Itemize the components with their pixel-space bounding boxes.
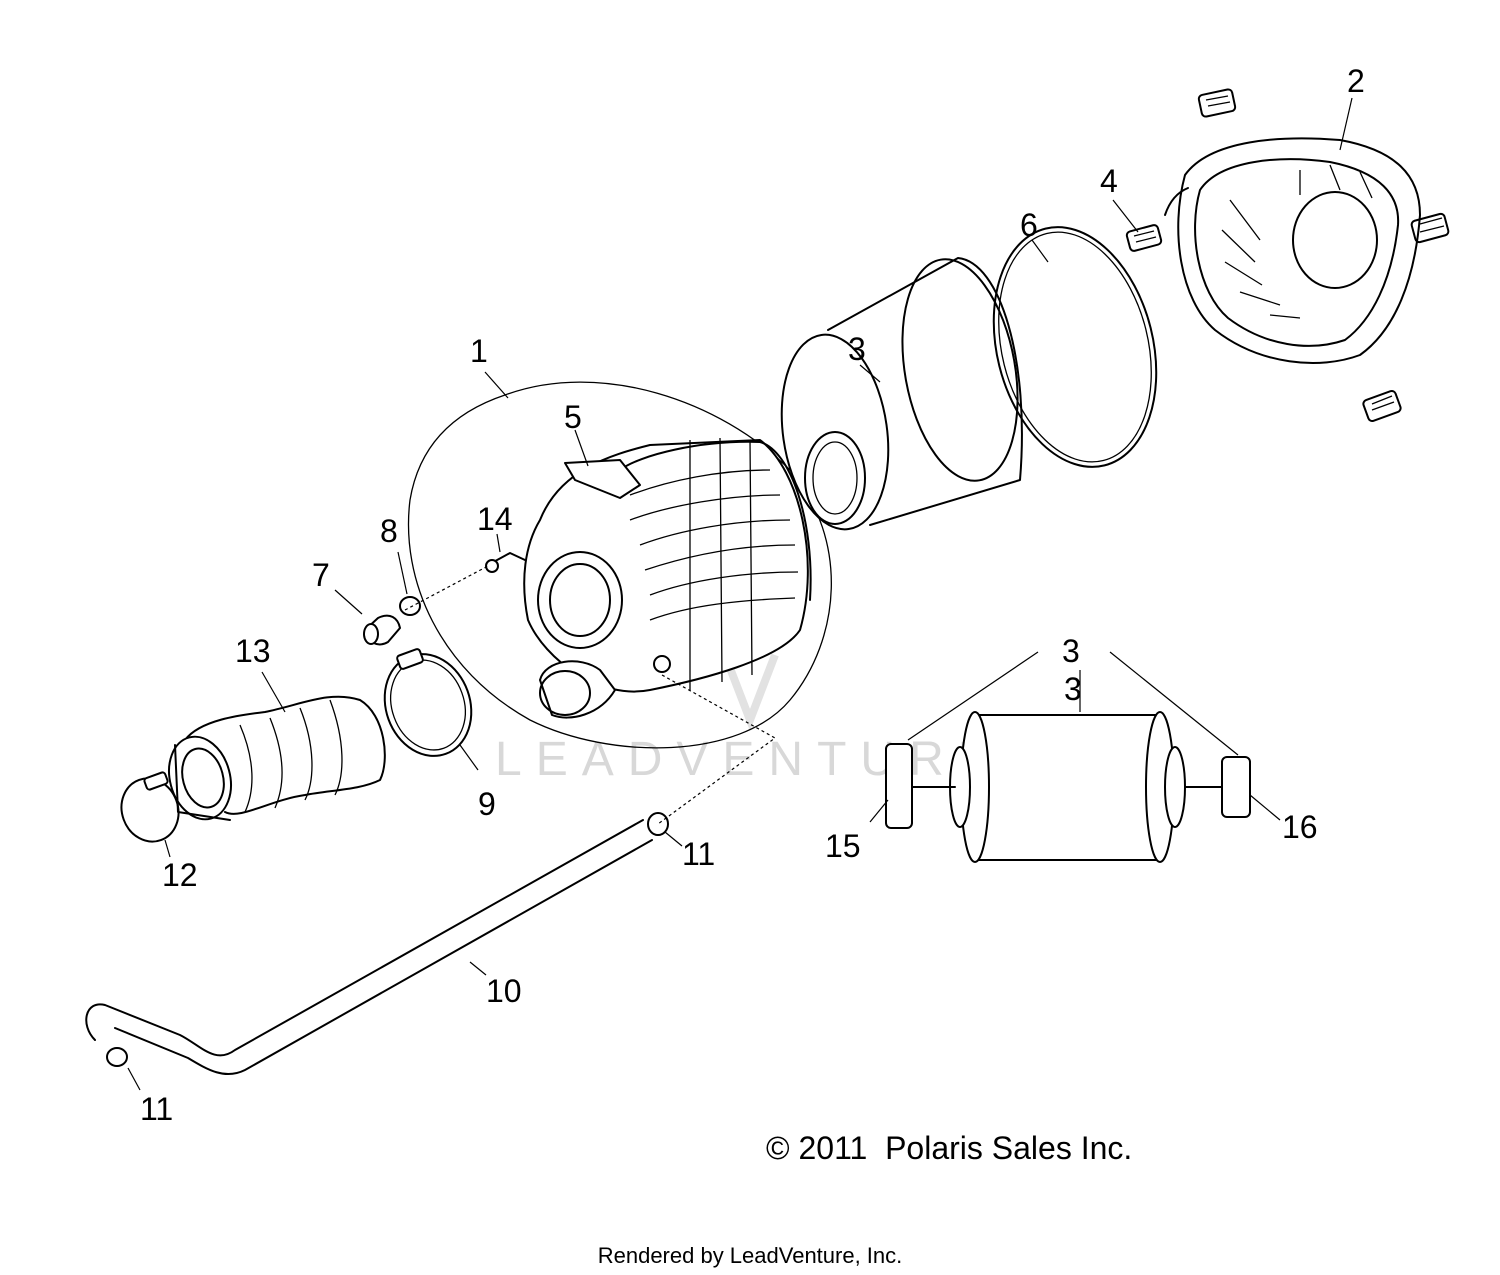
- cover-clip-top: [1197, 88, 1237, 118]
- callout-1: 1: [470, 333, 488, 369]
- callout-12: 12: [162, 857, 198, 893]
- filter-cap-15: [885, 743, 913, 829]
- callout-7: 7: [312, 557, 330, 593]
- filter-cap-16: [1221, 756, 1251, 818]
- callout-14: 14: [477, 501, 513, 537]
- callout-6: 6: [1020, 207, 1038, 243]
- filter-inset: [885, 711, 1251, 863]
- clip-4: [1125, 224, 1163, 252]
- callout-5: 5: [564, 399, 582, 435]
- seal-ring: [992, 226, 1158, 468]
- leader-lines: [127, 97, 1353, 1091]
- plug: [363, 614, 401, 646]
- callout-15: 15: [825, 828, 861, 864]
- callout-10: 10: [486, 973, 522, 1009]
- rendered-by-footer: Rendered by LeadVenture, Inc.: [597, 1243, 903, 1268]
- callout-3-inset-body: 3: [1064, 671, 1082, 707]
- copyright-notice: © 2011 Polaris Sales Inc.: [766, 1130, 1133, 1166]
- callout-3-filter: 3: [848, 331, 866, 367]
- callout-11-lower: 11: [140, 1091, 173, 1127]
- callout-13: 13: [235, 633, 271, 669]
- callout-3-inset: 3: [1062, 633, 1080, 669]
- cover-clip-right: [1410, 212, 1450, 244]
- assembly-outline: [407, 381, 832, 749]
- hose-clamp-lower: [106, 1047, 128, 1067]
- callout-8: 8: [380, 513, 398, 549]
- air-box: [485, 437, 812, 719]
- intake-boot: [168, 695, 386, 821]
- airbox-cover: [1164, 137, 1421, 364]
- cover-clip-bottom: [1362, 389, 1402, 423]
- callout-4: 4: [1100, 163, 1118, 199]
- callout-9: 9: [478, 786, 496, 822]
- boot-clamp: [120, 771, 180, 843]
- hose-clamp-upper: [647, 812, 669, 836]
- watermark-text: LEADVENTURE: [495, 733, 1004, 786]
- callout-16: 16: [1282, 809, 1318, 845]
- small-clamp: [399, 596, 421, 616]
- callout-11-upper: 11: [682, 836, 715, 872]
- callout-2: 2: [1347, 63, 1365, 99]
- breather-hose: [85, 819, 653, 1075]
- hose-clamp: [383, 648, 473, 757]
- air-filter: [780, 257, 1023, 531]
